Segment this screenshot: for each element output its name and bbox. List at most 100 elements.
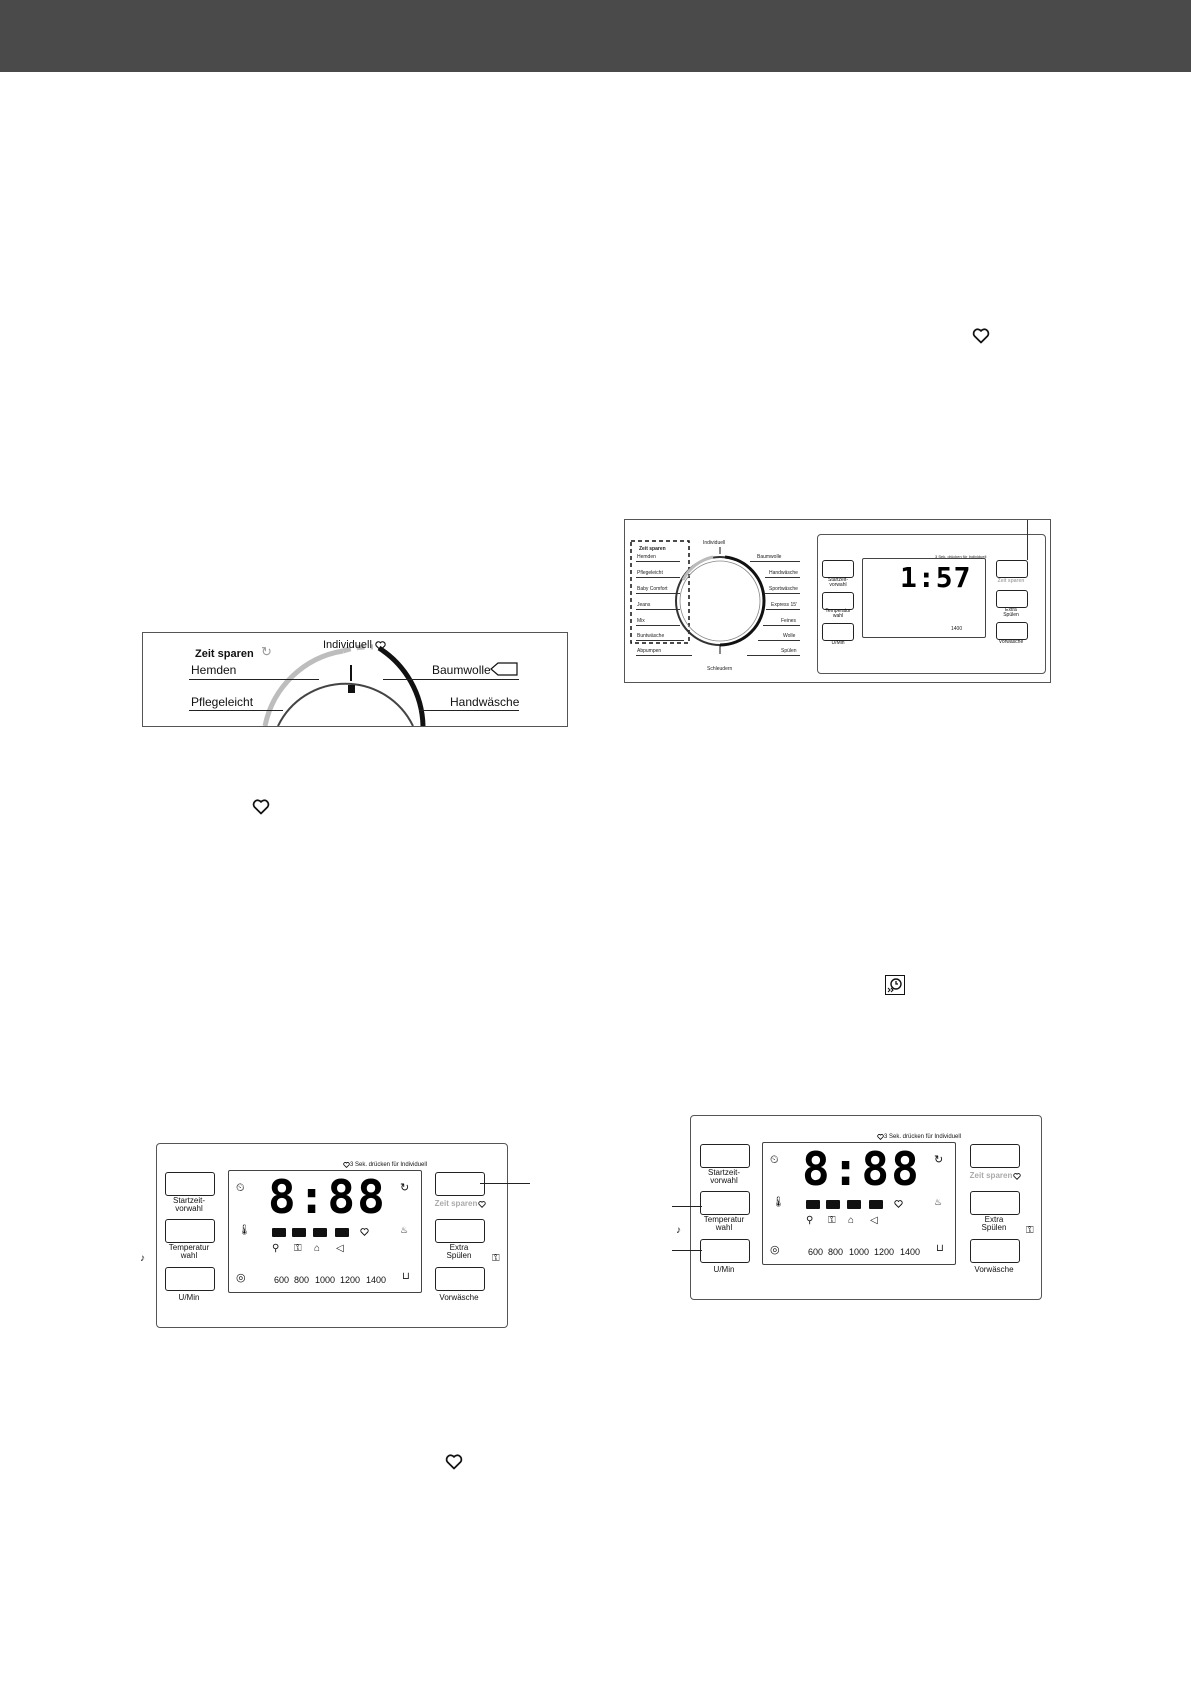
dial-time-readout: 1:57 — [900, 561, 972, 594]
panel-a-startzeit-button[interactable] — [165, 1172, 215, 1196]
sound-off-icon: ♪ — [140, 1253, 145, 1264]
dial-express: Express 15' — [771, 602, 797, 608]
pflegeleicht-label: Pflegeleicht — [191, 695, 254, 709]
panel-b-zeit-sparen-label: Zeit sparen — [969, 1171, 1013, 1180]
heart-icon — [375, 641, 386, 651]
thermometer-icon: 🌡 — [238, 1225, 251, 1236]
callout-line — [480, 1183, 530, 1184]
hemden-label: Hemden — [191, 663, 237, 677]
panel-a-speed-800: 800 — [294, 1275, 310, 1285]
child-lock-icon: ⚲ — [806, 1215, 814, 1226]
dial-buntwaesche: Buntwäsche — [637, 633, 665, 639]
panel-a-speed-600: 600 — [274, 1275, 290, 1285]
panel-b-vorwaesche-button[interactable] — [970, 1239, 1020, 1263]
program-selector-strip: Zeit sparen ↻ Individuell Hemden Baumwol… — [142, 632, 568, 727]
door-lock-icon: ⚿ — [828, 1215, 836, 1226]
thermometer-icon: 🌡 — [772, 1197, 785, 1208]
dial-umin-label: U/Min — [831, 640, 845, 646]
panel-b-extra-label: Extra Spülen — [981, 1215, 1007, 1233]
heart-icon — [343, 1162, 350, 1168]
dial-lcd — [862, 558, 986, 638]
dial-zeit-sparen-button[interactable] — [996, 560, 1028, 578]
panel-a-zeit-sparen-button[interactable] — [435, 1172, 485, 1196]
spin-icon: ◎ — [236, 1272, 246, 1284]
heart-icon — [360, 1228, 369, 1236]
panel-a-vorwaesche-label: Vorwäsche — [439, 1293, 479, 1302]
door-lock-icon: ⚿ — [294, 1243, 302, 1254]
dial-vorwaesche-button[interactable] — [996, 622, 1028, 640]
spin-icon: ◎ — [770, 1244, 780, 1256]
dial-display-area — [817, 534, 1046, 674]
dial-umin-button[interactable] — [822, 623, 854, 641]
callout-line — [672, 1206, 702, 1207]
dial-zeit-sparen-label: Zeit sparen — [997, 578, 1025, 584]
dial-individuell: Individuell — [703, 540, 726, 546]
dial-startzeit-label: Startzeit- vorwahl — [827, 577, 848, 589]
panel-b-temperatur-label: Temperatur wahl — [703, 1215, 745, 1233]
drain-icon: ⊔ — [402, 1271, 410, 1282]
dial-vorwaesche-label: Vorwäsche — [998, 639, 1024, 645]
panel-b-speed-1200: 1200 — [874, 1247, 895, 1257]
handwaesche-label: Handwäsche — [450, 695, 520, 709]
panel-a-extra-button[interactable] — [435, 1219, 485, 1243]
panel-a-digits: 8:88 — [268, 1170, 387, 1224]
panel-b-umin-label: U/Min — [713, 1265, 735, 1274]
dial-extra-button[interactable] — [996, 590, 1028, 608]
child-lock-icon: ⚿ — [492, 1253, 500, 1264]
dial-mix: Mix — [637, 618, 645, 624]
dial-speed-readout: 1400 — [951, 626, 963, 632]
dial-sportwaesche: Sportwäsche — [769, 586, 798, 592]
panel-b-temperatur-button[interactable] — [700, 1191, 750, 1215]
dial-schleudern: Schleudern — [707, 666, 733, 672]
panel-b-zeit-sparen-button[interactable] — [970, 1144, 1020, 1168]
panel-b-digits: 8:88 — [802, 1142, 921, 1196]
prewash-icon: ♨ — [934, 1197, 943, 1207]
panel-a-umin-button[interactable] — [165, 1267, 215, 1291]
time-save-icon: ↻ — [261, 644, 272, 659]
callout-line — [672, 1250, 702, 1251]
timer-icon: ⏲ — [770, 1154, 779, 1166]
baumwolle-label: Baumwolle — [432, 663, 491, 677]
time-save-icon — [885, 975, 905, 995]
panel-b-startzeit-label: Startzeit- vorwahl — [707, 1168, 740, 1186]
dial-pflegeleicht: Pflegeleicht — [637, 570, 663, 576]
panel-a-temperatur-label: Temperatur wahl — [168, 1243, 210, 1261]
sound-off-icon: ♪ — [676, 1225, 681, 1236]
panel-b-speed-600: 600 — [808, 1247, 824, 1257]
panel-b-umin-button[interactable] — [700, 1239, 750, 1263]
prewash-icon: ♨ — [400, 1225, 409, 1235]
dial-hint: 3 Sek. drücken für Individuell — [935, 554, 987, 559]
child-lock-icon: ⚿ — [1026, 1225, 1034, 1236]
heart-icon — [252, 799, 270, 815]
panel-b-hint: 3 Sek. drücken für Individuell — [884, 1134, 962, 1140]
panel-a-speed-1200: 1200 — [340, 1275, 361, 1285]
panel-a-umin-label: U/Min — [178, 1293, 200, 1302]
dial-temperatur-button[interactable] — [822, 592, 854, 610]
time-save-icon: ↻ — [934, 1154, 944, 1166]
panel-b-startzeit-button[interactable] — [700, 1144, 750, 1168]
heart-icon — [972, 328, 990, 344]
heart-icon — [877, 1134, 884, 1140]
panel-a-speed-1000: 1000 — [315, 1275, 336, 1285]
dial-baby-comfort: Baby Comfort — [637, 586, 668, 592]
shirt-icon: ⌂ — [314, 1243, 321, 1254]
dial-panel: Zeit sparen Hemden Pflegeleicht Baby Com… — [624, 519, 1051, 683]
panel-b-vorwaesche-label: Vorwäsche — [974, 1265, 1014, 1274]
panel-a-vorwaesche-button[interactable] — [435, 1267, 485, 1291]
dial-baumwolle: Baumwolle — [757, 554, 782, 560]
individuell-label: Individuell — [323, 639, 372, 651]
dial-feines: Feines — [781, 618, 797, 624]
heart-icon — [478, 1201, 486, 1208]
child-lock-icon: ⚲ — [272, 1243, 280, 1254]
mute-icon: ◁ — [870, 1215, 878, 1226]
dial-wolle: Wolle — [783, 633, 796, 639]
panel-a-startzeit-label: Startzeit- vorwahl — [172, 1196, 205, 1214]
dial-startzeit-button[interactable] — [822, 560, 854, 578]
panel-b-extra-button[interactable] — [970, 1191, 1020, 1215]
dial-abpumpen: Abpumpen — [637, 648, 662, 654]
dial-temperatur-label: Temperatur wahl — [825, 608, 851, 620]
timer-icon: ⏲ — [236, 1182, 245, 1194]
dial-extra-label: Extra Spülen — [1003, 607, 1019, 619]
panel-a-extra-label: Extra Spülen — [446, 1243, 472, 1261]
panel-a-temperatur-button[interactable] — [165, 1219, 215, 1243]
